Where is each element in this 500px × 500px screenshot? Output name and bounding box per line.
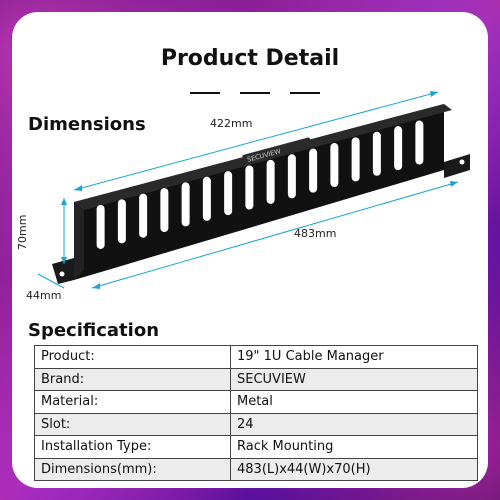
spec-row: Dimensions(mm):483(L)x44(W)x70(H) [34,457,478,481]
slot-group [96,120,424,249]
length-bottom-dimension-line [91,181,459,289]
left-mount-flange [52,258,74,284]
cable-slot [266,159,275,204]
length-top-dimension-line [73,91,439,191]
cable-slot [96,204,105,249]
height-label: 70mm [16,214,29,250]
specification-heading: Specification [28,320,160,341]
divider-dash [190,92,220,94]
left-side-face [74,202,84,280]
spec-label: Brand: [34,367,231,391]
cable-manager-image: SECUVIEW [37,91,470,289]
depth-label: 44mm [26,289,62,302]
arrow-head [74,185,82,191]
cable-manager-front-face [74,104,444,280]
arrow-head [61,198,67,205]
cable-slot [372,131,381,176]
spec-row: Material:Metal [34,390,478,414]
arrow-head [61,257,67,264]
spec-value: 483(L)x44(W)x70(H) [230,457,478,481]
spec-label: Dimensions(mm): [34,457,231,481]
cable-slot [330,143,339,188]
length-top-label: 422mm [210,117,253,130]
spec-label: Material: [34,390,231,414]
spec-label: Product: [34,345,231,369]
arrow-head [430,91,438,97]
divider-dash [240,92,270,94]
cable-slot [309,148,318,193]
spec-value: 24 [230,412,478,436]
page-title: Product Detail [160,46,340,71]
cable-slot [351,137,360,182]
cable-slot [287,154,296,199]
spec-label: Slot: [34,412,231,436]
title-divider [187,92,327,94]
brand-plate [242,137,312,165]
dimensions-heading: Dimensions [28,114,146,135]
spec-row: Slot:24 [34,412,478,436]
depth-dimension-line [37,273,65,289]
spec-row: Installation Type:Rack Mounting [34,435,478,459]
divider-dash [290,92,320,94]
arrow-head [450,181,458,187]
spec-label: Installation Type: [34,435,231,459]
length-bottom-label: 483mm [294,227,337,240]
mount-hole [59,271,65,277]
spec-value: SECUVIEW [230,367,478,391]
spec-value: 19" 1U Cable Manager [230,345,478,369]
cable-slot [224,171,233,216]
cable-slot [394,126,403,171]
right-mount-flange [444,154,470,178]
spec-row: Brand:SECUVIEW [34,367,478,391]
spec-row: Product:19" 1U Cable Manager [34,345,478,369]
cable-slot [160,188,169,233]
spec-value: Metal [230,390,478,414]
cable-slot [202,176,211,221]
cable-slot [139,193,148,238]
cable-slot [117,199,126,244]
cable-slot [181,182,190,227]
mount-hole [459,159,465,165]
product-detail-card: Product Detail Dimensions SECUVIEW [12,12,488,488]
spec-value: Rack Mounting [230,435,478,459]
arrow-head [92,283,100,289]
cable-slot [415,120,424,165]
cable-slot [245,165,254,210]
